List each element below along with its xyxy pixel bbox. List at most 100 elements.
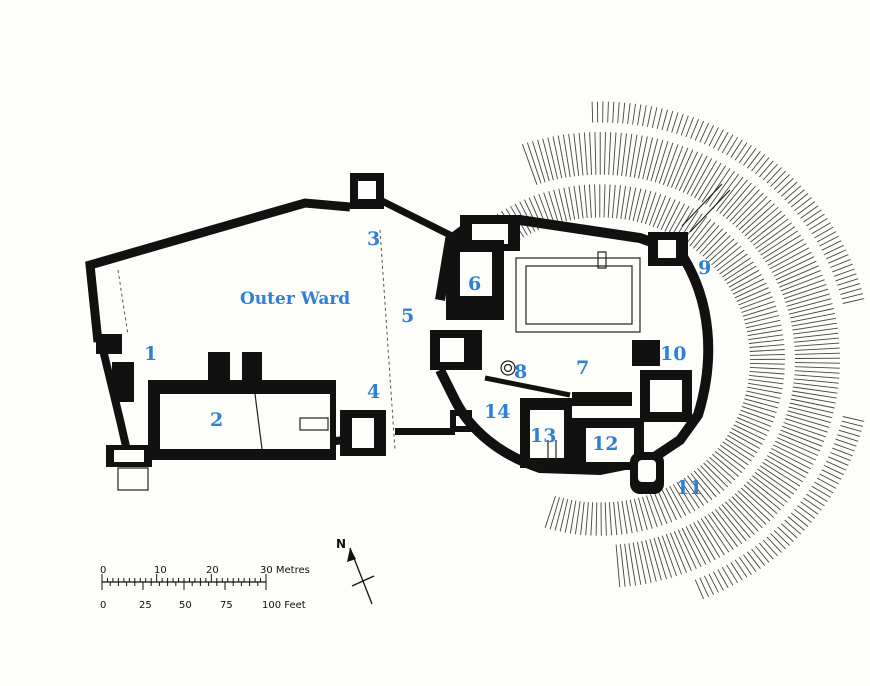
slope-hachure xyxy=(780,523,798,539)
slope-hachure xyxy=(842,416,865,422)
slope-hachure xyxy=(664,201,681,232)
slope-hachure xyxy=(708,573,719,593)
slope-hachure xyxy=(722,441,752,462)
slope-hachure xyxy=(741,300,775,313)
slope-hachure xyxy=(821,469,842,480)
slope-hachure xyxy=(718,506,747,542)
slope-hachure xyxy=(719,253,748,275)
slope-hachure xyxy=(690,473,713,501)
slope-hachure xyxy=(594,184,597,218)
slope-hachure xyxy=(665,534,683,575)
slope-hachure xyxy=(794,342,840,347)
slope-hachure xyxy=(757,468,795,495)
slope-hachure xyxy=(841,420,864,427)
slope-hachure xyxy=(543,192,555,225)
slope-hachure xyxy=(713,129,724,149)
slope-hachure xyxy=(789,402,834,414)
slope-hachure xyxy=(787,189,805,204)
slope-hachure xyxy=(731,427,763,445)
slope-hachure xyxy=(661,535,678,577)
building-13 xyxy=(520,392,632,468)
slope-hachure xyxy=(621,500,628,534)
slope-hachure xyxy=(777,265,819,284)
slope-hachure xyxy=(642,105,647,127)
slope-hachure xyxy=(616,132,622,176)
label-outer-ward: Outer Ward xyxy=(240,289,350,309)
slope-hachure xyxy=(629,499,638,533)
slope-hachure xyxy=(716,249,745,272)
slope-hachure xyxy=(808,218,828,231)
slope-hachure xyxy=(674,149,694,190)
slope-hachure xyxy=(637,497,648,531)
slope-hachure xyxy=(732,192,764,225)
slope-hachure xyxy=(676,113,684,135)
slope-hachure xyxy=(773,256,815,277)
slope-hachure xyxy=(683,477,705,506)
slope-hachure xyxy=(650,139,664,182)
tower-3 xyxy=(350,173,384,209)
slope-hachure xyxy=(741,405,776,418)
label-13: 13 xyxy=(530,425,556,447)
slope-hachure xyxy=(746,324,782,333)
label-9: 9 xyxy=(698,257,711,279)
slope-hachure xyxy=(755,222,792,249)
building-2 xyxy=(148,352,336,460)
slope-hachure xyxy=(685,117,694,138)
slope-hachure xyxy=(784,519,802,535)
slope-hachure xyxy=(625,133,633,177)
slope-hachure xyxy=(806,213,825,227)
slope-hachure xyxy=(738,199,772,231)
slope-hachure xyxy=(725,185,756,220)
slope-hachure xyxy=(803,209,822,223)
slope-hachure xyxy=(726,265,757,285)
slope-hachure xyxy=(693,522,716,561)
slope-hachure xyxy=(711,242,738,266)
slope-hachure xyxy=(792,322,837,331)
slope-hachure xyxy=(793,378,839,384)
slope-hachure xyxy=(633,498,643,532)
slope-hachure xyxy=(619,544,626,587)
slope-hachure xyxy=(573,185,580,219)
slope-hachure xyxy=(564,499,573,533)
slope-hachure xyxy=(743,554,757,572)
slope-hachure xyxy=(694,160,717,199)
slope-hachure xyxy=(740,409,774,423)
slope-hachure xyxy=(668,203,685,234)
label-6: 6 xyxy=(468,273,481,295)
slope-hachure xyxy=(769,247,810,270)
slope-hachure xyxy=(734,559,748,578)
slope-hachure xyxy=(773,174,790,190)
slope-hachure xyxy=(793,332,839,339)
slope-hachure xyxy=(712,454,739,477)
label-14: 14 xyxy=(484,401,510,423)
slope-hachure xyxy=(730,562,743,581)
slope-hachure xyxy=(641,496,653,529)
slope-hachure xyxy=(797,505,816,519)
slope-hachure xyxy=(562,134,571,177)
slope-hachure xyxy=(742,402,777,414)
scale-ft-75: 75 xyxy=(220,600,233,611)
slope-hachure xyxy=(730,139,743,158)
slope-hachure xyxy=(585,502,589,536)
building-10 xyxy=(632,340,692,422)
slope-hachure xyxy=(730,274,762,292)
slope-hachure xyxy=(662,144,679,185)
slope-hachure xyxy=(728,498,759,532)
tower-9 xyxy=(648,183,731,266)
slope-hachure xyxy=(751,548,766,566)
slope-hachure xyxy=(707,513,734,550)
slope-hachure xyxy=(749,370,785,375)
slope-hachure xyxy=(646,138,659,181)
slope-hachure xyxy=(793,327,838,335)
slope-hachure xyxy=(526,142,542,184)
slope-hachure xyxy=(794,370,840,374)
slope-hachure xyxy=(521,144,538,185)
slope-hachure xyxy=(651,107,658,128)
slope-hachure xyxy=(553,189,563,223)
scale-bar: 0 10 20 30 Metres 0 25 50 75 100 Feet xyxy=(100,565,310,611)
slope-hachure xyxy=(612,132,617,176)
slope-hachure xyxy=(705,235,731,260)
slope-hachure xyxy=(724,261,754,281)
slope-hachure xyxy=(717,569,729,589)
